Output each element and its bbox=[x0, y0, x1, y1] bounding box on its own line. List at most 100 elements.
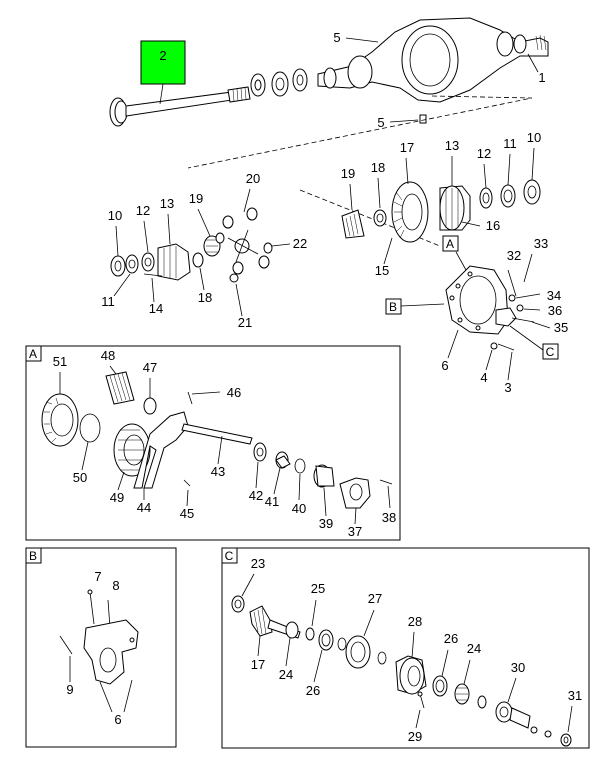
adjusting-ring-right[interactable] bbox=[523, 179, 541, 205]
callout-15: 15 bbox=[375, 263, 389, 278]
bearing-cone-left[interactable] bbox=[141, 252, 155, 272]
cage-bolt-29[interactable] bbox=[417, 691, 425, 709]
detail-a-label: A bbox=[29, 347, 37, 361]
differential-spider[interactable] bbox=[215, 207, 273, 275]
callout-21: 21 bbox=[238, 315, 252, 330]
bushing-41[interactable] bbox=[275, 451, 291, 469]
callout-30: 30 bbox=[511, 660, 525, 675]
callout-10-left: 10 bbox=[108, 208, 122, 223]
callout-9: 9 bbox=[66, 682, 73, 697]
bearing-cone-24a[interactable] bbox=[285, 621, 299, 639]
pinion-cage-28[interactable] bbox=[395, 655, 427, 695]
callout-2: 2 bbox=[159, 48, 166, 63]
bearing-shim-27[interactable] bbox=[337, 635, 387, 669]
carrier-stud-4[interactable] bbox=[490, 342, 515, 351]
bearing-cup-26a[interactable] bbox=[318, 629, 334, 651]
ring-gear[interactable] bbox=[391, 181, 429, 243]
callout-36: 36 bbox=[548, 303, 562, 318]
bearing-cup-left[interactable] bbox=[125, 254, 139, 274]
callout-16: 16 bbox=[486, 218, 500, 233]
differential-case-left[interactable] bbox=[157, 243, 191, 281]
callout-4: 4 bbox=[480, 370, 487, 385]
callout-22: 22 bbox=[293, 236, 307, 251]
oil-seal-42[interactable] bbox=[253, 442, 267, 462]
o-ring-40[interactable] bbox=[294, 458, 306, 474]
callout-23: 23 bbox=[251, 556, 265, 571]
callout-19-right: 19 bbox=[341, 166, 355, 181]
case-bolt[interactable] bbox=[143, 273, 163, 277]
callout-25: 25 bbox=[311, 581, 325, 596]
side-gear-left[interactable] bbox=[203, 235, 221, 257]
cover-bolt-38[interactable] bbox=[379, 479, 393, 509]
callout-35: 35 bbox=[554, 320, 568, 335]
callout-39: 39 bbox=[319, 516, 333, 531]
piston-39[interactable] bbox=[313, 464, 335, 488]
stud-35[interactable] bbox=[511, 317, 535, 323]
callout-43: 43 bbox=[211, 464, 225, 479]
pinion-spacer[interactable] bbox=[373, 209, 387, 227]
snap-ring[interactable] bbox=[79, 413, 101, 443]
washer-36[interactable] bbox=[516, 304, 541, 312]
bearing-cone-24b[interactable] bbox=[454, 683, 470, 705]
callout-7: 7 bbox=[94, 569, 101, 584]
cap-pin[interactable] bbox=[59, 635, 73, 655]
axle-shaft[interactable] bbox=[109, 86, 251, 127]
fork-set-screw[interactable] bbox=[187, 391, 221, 405]
thrust-washer-left[interactable] bbox=[192, 252, 204, 268]
callout-42: 42 bbox=[249, 488, 263, 503]
callout-45: 45 bbox=[180, 506, 194, 521]
callout-3: 3 bbox=[504, 380, 511, 395]
shift-spring[interactable] bbox=[105, 371, 135, 405]
detail-b-panel: B bbox=[25, 547, 177, 748]
adjusting-ring-left[interactable] bbox=[110, 255, 126, 277]
oil-seal-small[interactable] bbox=[477, 695, 487, 709]
drive-pinion[interactable] bbox=[341, 209, 365, 239]
callout-27: 27 bbox=[368, 591, 382, 606]
spring-retainer[interactable] bbox=[143, 397, 157, 415]
callout-29: 29 bbox=[408, 729, 422, 744]
pinion-washer-bottom[interactable] bbox=[229, 273, 239, 283]
bearing-cone-right[interactable] bbox=[479, 187, 493, 209]
cylinder-cover-37[interactable] bbox=[339, 477, 371, 509]
view-ref-c-label: C bbox=[546, 345, 555, 359]
carrier-housing[interactable] bbox=[445, 265, 517, 335]
differential-lock-bolt[interactable] bbox=[87, 589, 95, 625]
pinion-nut-31[interactable] bbox=[560, 733, 572, 747]
pinion-bearing-23[interactable] bbox=[231, 595, 245, 613]
callout-33: 33 bbox=[534, 236, 548, 251]
view-ref-b-label: B bbox=[389, 300, 397, 314]
bearing-cap[interactable] bbox=[83, 619, 139, 685]
clutch-collar[interactable] bbox=[41, 393, 79, 447]
callout-11-left: 11 bbox=[101, 294, 115, 309]
differential-case-right[interactable] bbox=[439, 185, 471, 231]
callout-31: 31 bbox=[568, 688, 582, 703]
callout-46: 46 bbox=[227, 385, 241, 400]
fork-pin[interactable] bbox=[183, 479, 191, 487]
detail-b-label: B bbox=[29, 549, 37, 563]
shift-fork[interactable] bbox=[133, 411, 189, 489]
highlight-box bbox=[140, 40, 186, 85]
callout-13-left: 13 bbox=[160, 196, 174, 211]
callout-5-top: 5 bbox=[333, 30, 340, 45]
view-ref-b[interactable]: B bbox=[385, 298, 445, 315]
shift-shaft[interactable] bbox=[181, 423, 253, 445]
bearing-cup-26b[interactable] bbox=[432, 675, 448, 697]
bearing-cup-right[interactable] bbox=[500, 184, 516, 208]
callout-38: 38 bbox=[382, 510, 396, 525]
callout-2-highlight[interactable]: 2 bbox=[140, 40, 186, 105]
carrier-bolt-33[interactable] bbox=[523, 253, 533, 283]
spacer-25[interactable] bbox=[305, 627, 315, 641]
callout-37: 37 bbox=[348, 524, 362, 539]
yoke-seal-30[interactable] bbox=[495, 701, 552, 738]
carrier-bolt-32[interactable] bbox=[507, 269, 517, 297]
callout-12-left: 12 bbox=[136, 203, 150, 218]
view-ref-a[interactable]: A bbox=[442, 235, 467, 271]
wheel-bearing-nut-set[interactable] bbox=[250, 68, 308, 97]
callout-18-left: 18 bbox=[198, 290, 212, 305]
view-ref-c[interactable]: C bbox=[509, 325, 559, 360]
axle-housing[interactable] bbox=[317, 17, 549, 103]
callout-5-bottom: 5 bbox=[377, 115, 384, 130]
nut-34[interactable] bbox=[508, 293, 541, 302]
housing-breather-plug[interactable] bbox=[419, 114, 427, 124]
